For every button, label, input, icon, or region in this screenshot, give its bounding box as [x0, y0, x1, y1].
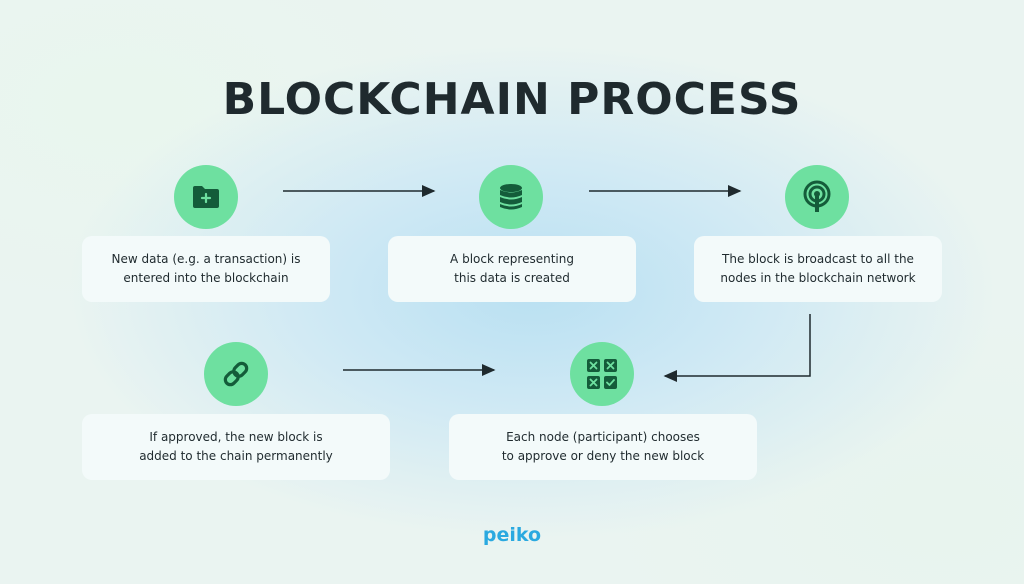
brand-logo: peiko: [482, 524, 542, 546]
step-card-broadcast: The block is broadcast to all the nodes …: [694, 236, 942, 302]
step-card-block-created: A block representing this data is create…: [388, 236, 636, 302]
step-text: If approved, the new block is added to t…: [139, 430, 333, 463]
broadcast-icon: [785, 165, 849, 229]
database-icon: [479, 165, 543, 229]
step-text: Each node (participant) chooses to appro…: [501, 430, 705, 463]
step-card-new-data: New data (e.g. a transaction) is entered…: [82, 236, 330, 302]
step-card-node-approval: Each node (participant) chooses to appro…: [449, 414, 757, 480]
link-icon: [204, 342, 268, 406]
folder-plus-icon: [174, 165, 238, 229]
step-text: A block representing this data is create…: [450, 252, 574, 285]
page-title: BLOCKCHAIN PROCESS: [222, 74, 802, 125]
step-text: New data (e.g. a transaction) is entered…: [111, 252, 301, 285]
step-card-added-to-chain: If approved, the new block is added to t…: [82, 414, 390, 480]
arrow-step3-to-step4: [663, 314, 811, 382]
step-text: The block is broadcast to all the nodes …: [720, 252, 916, 285]
calculator-icon: [570, 342, 634, 406]
